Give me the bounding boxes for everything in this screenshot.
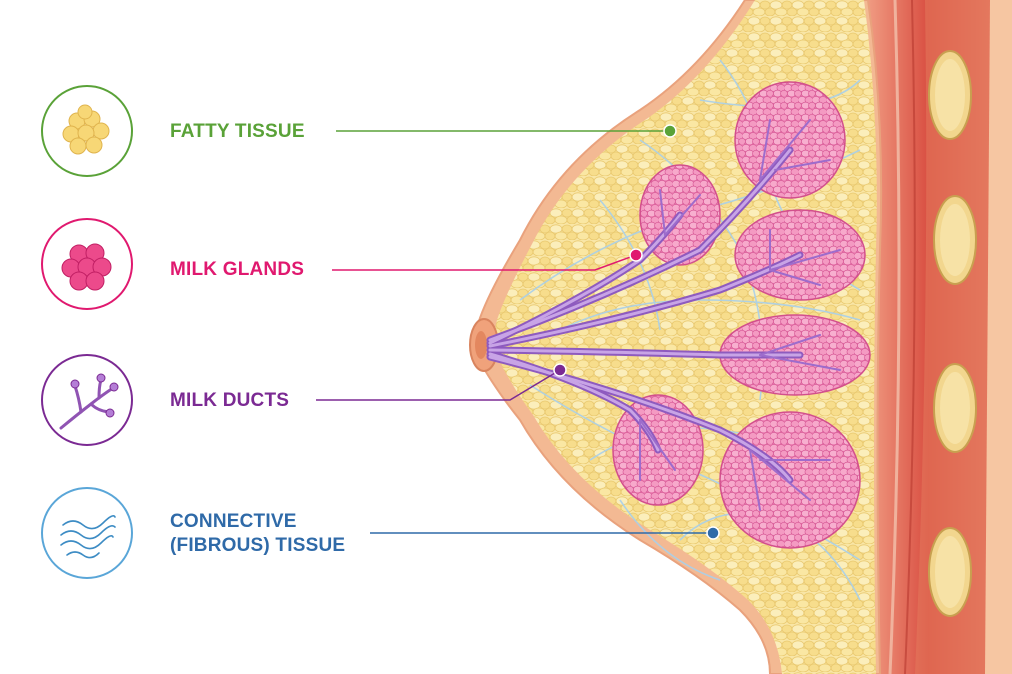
leader-glands — [332, 248, 643, 271]
milk-glands-legend-icon — [41, 218, 133, 310]
milk-ducts-legend-icon — [41, 354, 133, 446]
connective-tissue-label-line1: CONNECTIVE — [170, 511, 297, 532]
connective-tissue-legend-icon — [41, 487, 133, 579]
fatty-tissue-legend-icon — [41, 85, 133, 177]
fatty-tissue-label: FATTY TISSUE — [170, 121, 305, 142]
rib — [928, 527, 972, 617]
rib — [933, 363, 977, 453]
leader-ducts — [316, 363, 567, 401]
rib — [933, 195, 977, 285]
milk-glands-label: MILK GLANDS — [170, 259, 305, 280]
leader-fatty — [336, 124, 677, 138]
chest-wall — [860, 0, 1012, 674]
leader-connective — [370, 526, 720, 540]
gland-lobe — [734, 81, 846, 199]
rib — [928, 50, 972, 140]
milk-ducts-label: MILK DUCTS — [170, 390, 290, 411]
gland-cluster-icon — [61, 243, 112, 291]
wavy-fibers-icon — [60, 515, 116, 559]
fat-cluster-icon — [62, 104, 110, 155]
connective-tissue-label-line2: (FIBROUS) TISSUE — [170, 535, 346, 556]
connective-tissue-label: CONNECTIVE (FIBROUS) TISSUE — [170, 510, 345, 558]
duct-branch-icon — [59, 373, 119, 430]
